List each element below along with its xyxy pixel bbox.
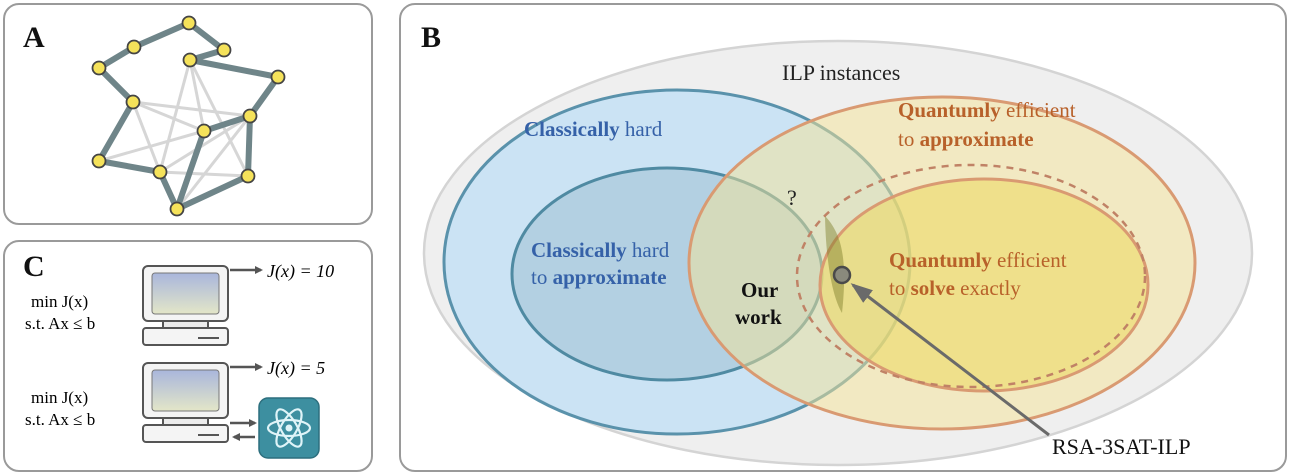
quantum-approx-label-line2: to approximate (898, 127, 1034, 151)
problem-bottom-constraint: s.t. Ax ≤ b (25, 410, 95, 429)
atom-icon (258, 397, 320, 459)
graph-node (181, 15, 197, 31)
panel-b: B ILP instances Classically hard Classic… (399, 3, 1287, 472)
graph-node (216, 42, 232, 58)
classically-hard-approx-label-line2: to approximate (531, 265, 667, 289)
graph-node (182, 52, 198, 68)
graph-node (270, 69, 286, 85)
graph-node (240, 168, 256, 184)
graph-node (91, 153, 107, 169)
our-work-label-line2: work (735, 305, 782, 329)
quantum-approx-label-line1: Quantumly efficient (898, 98, 1076, 122)
problem-bottom-objective: min J(x) (31, 388, 88, 407)
panel-c-label: C (23, 250, 45, 283)
graph-node (125, 94, 141, 110)
panel-c: C J(x) = 10 min J(x) s.t. Ax ≤ b (3, 240, 373, 472)
problem-top-constraint: s.t. Ax ≤ b (25, 314, 95, 333)
our-work-overlap-region (825, 216, 845, 313)
panel-b-label: B (421, 21, 442, 54)
result-top: J(x) = 10 (267, 261, 334, 282)
graph-node (196, 123, 212, 139)
result-bottom: J(x) = 5 (267, 358, 325, 379)
classically-hard-approx-label-line1: Classically hard (531, 238, 670, 262)
ilp-instances-label: ILP instances (782, 60, 900, 85)
rsa-3sat-ilp-label: RSA-3SAT-ILP (1052, 434, 1191, 459)
our-work-label-line1: Our (741, 278, 778, 302)
dashed-boundary (795, 163, 1147, 389)
classically-hard-label: Classically hard (524, 117, 663, 141)
open-question-mark: ? (787, 185, 797, 210)
computer-icon (142, 265, 229, 346)
quantum-solve-set (818, 177, 1150, 393)
graph-node (152, 164, 168, 180)
graph-node (169, 201, 185, 217)
graph-node (91, 60, 107, 76)
computer-icon (142, 362, 229, 443)
graph-diagram (91, 15, 286, 217)
quantum-solve-label-line1: Quantumly efficient (889, 248, 1067, 272)
rsa-3sat-ilp-point (832, 265, 852, 285)
problem-top-objective: min J(x) (31, 292, 88, 311)
panel-a-label: A (23, 21, 45, 54)
callout-arrow (850, 283, 1050, 437)
quantum-solve-label-line2: to solve exactly (889, 276, 1021, 300)
graph-node (126, 39, 142, 55)
panel-a: A (3, 3, 373, 225)
graph-node (242, 108, 258, 124)
